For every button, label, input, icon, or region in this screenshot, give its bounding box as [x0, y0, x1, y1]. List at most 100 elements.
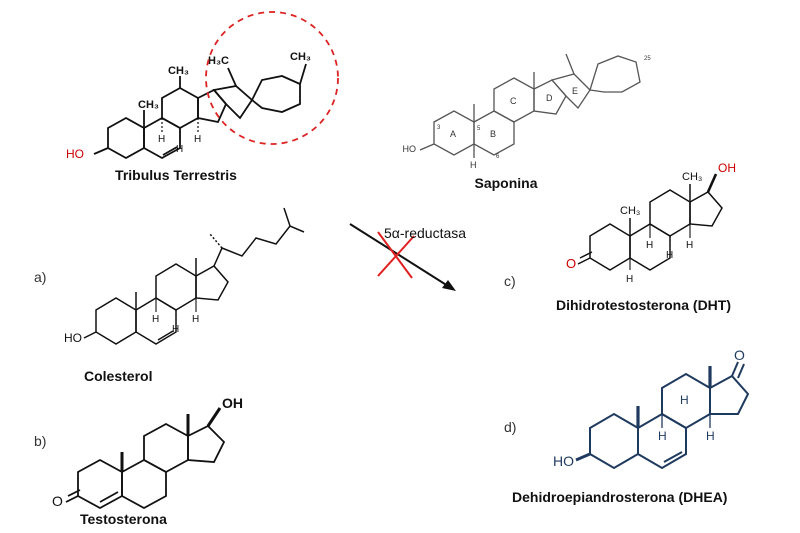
dht-oh-atom: OH — [718, 161, 736, 175]
colesterol-letter: a) — [34, 269, 46, 285]
testosterona-oh-atom: OH — [222, 395, 243, 411]
dhea-h-atom-1: H — [680, 393, 689, 407]
dhea-ring-d — [709, 374, 750, 415]
tribulus-ch3-atom-2: CH₃ — [168, 65, 189, 77]
dht-oh-bond — [706, 173, 718, 193]
dhea-ring-a — [589, 412, 639, 470]
dht-carbonyl-2 — [579, 251, 593, 259]
colesterol-h-atom-1: H — [152, 314, 159, 325]
dht-carbonyl-1 — [577, 257, 591, 265]
testosterona-carbonyl-2 — [67, 489, 81, 497]
dht-ring-a — [589, 223, 631, 271]
dht-o-atom: O — [566, 256, 576, 271]
testosterona-oh-bond — [206, 407, 222, 427]
block-cross-stroke-2 — [377, 235, 415, 277]
testosterona-carbonyl-1 — [65, 495, 79, 503]
colesterol-side-chain — [213, 225, 305, 267]
colesterol-oh-bond — [83, 331, 97, 339]
tribulus-ring-d — [197, 88, 228, 124]
saponina-position-5: 5 — [477, 126, 481, 132]
dht-ring-d — [689, 191, 723, 227]
colesterol-name-label: Colesterol — [84, 368, 152, 384]
tribulus-ch3-atom-1: CH₃ — [138, 99, 159, 111]
dht-h-atom-1: H — [646, 240, 653, 251]
testosterona-structure — [65, 407, 226, 510]
saponina-position-25: 25 — [644, 56, 651, 62]
tribulus-ring-e — [212, 85, 254, 120]
testosterona-o-atom: O — [52, 493, 63, 509]
colesterol-structure — [83, 207, 305, 345]
tribulus-h-atom-1: H — [158, 134, 165, 145]
testosterona-name-label: Testosterona — [80, 511, 167, 527]
highlight-circle — [205, 11, 339, 145]
dht-ch3-atom-1: CH₃ — [620, 205, 640, 217]
dht-h-atom-3: H — [686, 240, 693, 251]
dht-ring-c — [649, 189, 691, 237]
testosterona-ring-a — [77, 458, 123, 510]
tribulus-ho-atom: HO — [66, 147, 84, 161]
colesterol-h-atom-3: H — [192, 314, 199, 325]
colesterol-side-methyl — [209, 233, 223, 249]
dhea-double-bond — [663, 451, 683, 463]
tribulus-ring-c — [161, 86, 199, 130]
saponina-ring-f — [589, 55, 641, 93]
dht-h-atom-2: H — [666, 250, 673, 261]
tribulus-methyl-bond-4 — [299, 63, 307, 85]
tribulus-h3c-atom: H₃C — [208, 55, 229, 67]
tribulus-ring-f — [250, 75, 301, 113]
saponina-ring-label-d: D — [546, 93, 553, 103]
dhea-structure — [575, 361, 750, 470]
saponina-ring-d — [533, 79, 567, 115]
dhea-name-label: Dehidroepiandrosterona (DHEA) — [512, 489, 727, 505]
dhea-letter: d) — [504, 419, 516, 435]
reaction-arrow-line — [349, 223, 449, 287]
testosterona-ring-b — [121, 458, 167, 510]
tribulus-terrestris-structure — [93, 63, 307, 160]
colesterol-side-chain-branch — [283, 207, 291, 227]
saponina-ho-atom: HO — [403, 144, 417, 154]
colesterol-ring-a — [95, 297, 137, 345]
tribulus-methyl-bond-3 — [227, 67, 237, 87]
testosterona-double-bond — [99, 491, 119, 503]
saponina-h-atom: H — [470, 160, 477, 170]
tribulus-double-bond — [162, 146, 178, 156]
tribulus-ch3-atom-3: CH₃ — [290, 51, 311, 63]
dht-letter: c) — [504, 273, 516, 289]
colesterol-h-atom-2: H — [172, 324, 179, 335]
saponina-position-6: 6 — [496, 154, 500, 160]
colesterol-ring-d — [195, 265, 229, 301]
saponina-methyl-bond-3 — [565, 53, 575, 75]
dhea-h-atom-2: H — [658, 429, 667, 443]
saponina-ring-label-a: A — [450, 129, 456, 139]
saponina-ring-label-e: E — [572, 86, 578, 96]
saponina-name-label: Saponina — [474, 175, 537, 191]
tribulus-h-atom-3: H — [194, 134, 201, 145]
testosterona-ring-c — [143, 422, 189, 474]
tribulus-ring-a — [107, 116, 145, 160]
dhea-o-atom: O — [734, 347, 745, 363]
dhea-h-atom-3: H — [706, 429, 715, 443]
block-cross-stroke-1 — [377, 231, 413, 279]
saponina-ring-e — [550, 73, 591, 110]
dht-name-label: Dihidrotestosterona (DHT) — [556, 297, 731, 313]
enzyme-label: 5α-reductasa — [384, 225, 466, 241]
dhea-ketone-2 — [737, 363, 745, 379]
reaction-arrowhead — [442, 280, 456, 291]
colesterol-double-bond — [157, 330, 174, 341]
testosterona-ring-d — [187, 424, 226, 463]
saponina-structure — [419, 53, 641, 158]
tribulus-h-atom-2: H — [176, 144, 183, 155]
saponina-ring-label-c: C — [510, 96, 517, 106]
dhea-ho-atom: HO — [553, 453, 574, 469]
colesterol-ho-atom: HO — [64, 331, 82, 345]
saponina-oh-bond — [419, 143, 435, 151]
dht-h-atom-4: H — [626, 274, 633, 285]
dht-structure — [577, 173, 723, 271]
tribulus-name-label: Tribulus Terrestris — [115, 167, 237, 183]
dhea-oh-bond — [575, 452, 591, 462]
dht-ch3-atom-2: CH₃ — [682, 171, 702, 183]
saponina-ring-label-b: B — [490, 129, 496, 139]
testosterona-letter: b) — [34, 433, 46, 449]
dhea-ketone-1 — [731, 361, 739, 377]
